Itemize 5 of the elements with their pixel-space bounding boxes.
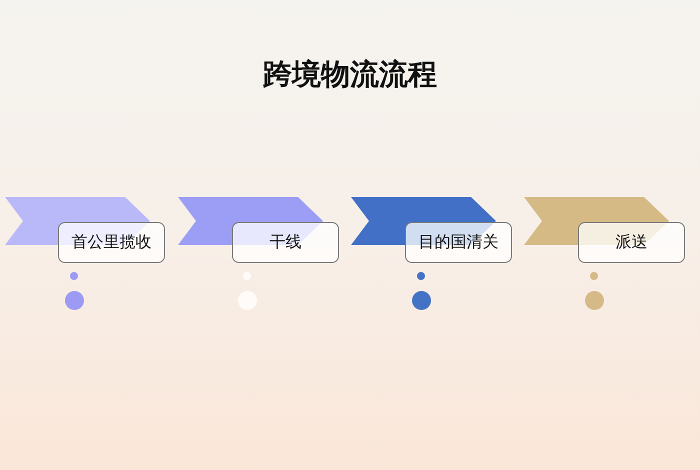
- step-box: 目的国清关: [405, 222, 512, 263]
- step-box: 首公里揽收: [58, 222, 165, 263]
- step-box: 派送: [578, 222, 685, 263]
- title: 跨境物流流程: [263, 56, 437, 93]
- step-box: 干线: [232, 222, 339, 263]
